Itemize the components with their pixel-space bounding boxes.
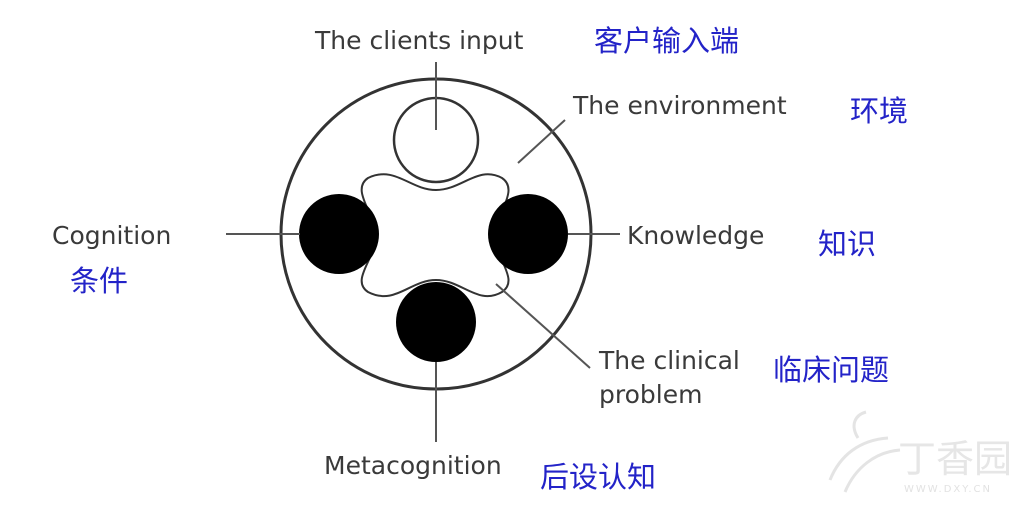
label-cognition-zh: 条件 (70, 264, 128, 298)
metacognition-circle (396, 282, 476, 362)
cognition-circle (299, 194, 379, 274)
label-cognition: Cognition (52, 221, 171, 250)
watermark: 丁香园 WWW.DXY.CN (828, 410, 1012, 495)
watermark-subtext: WWW.DXY.CN (904, 484, 992, 495)
label-clinical-problem-line2: problem (599, 380, 702, 409)
label-metacognition-zh: 后设认知 (540, 460, 656, 494)
label-environment-zh: 环境 (850, 94, 908, 128)
leader-line-clinical-problem (495, 283, 591, 369)
label-environment: The environment (572, 91, 787, 120)
label-clients-input-zh: 客户输入端 (594, 24, 739, 58)
label-clinical-problem-zh: 临床问题 (773, 353, 889, 387)
watermark-logo-icon (828, 410, 901, 493)
label-clinical-problem-line1: The clinical (598, 346, 740, 375)
clinical-problem-shape (360, 173, 510, 298)
label-metacognition: Metacognition (324, 451, 502, 480)
knowledge-circle (488, 194, 568, 274)
label-knowledge: Knowledge (627, 221, 764, 250)
leader-line-environment (517, 119, 566, 164)
label-knowledge-zh: 知识 (818, 227, 876, 261)
label-clients-input: The clients input (314, 26, 524, 55)
watermark-text: 丁香园 (898, 437, 1012, 481)
